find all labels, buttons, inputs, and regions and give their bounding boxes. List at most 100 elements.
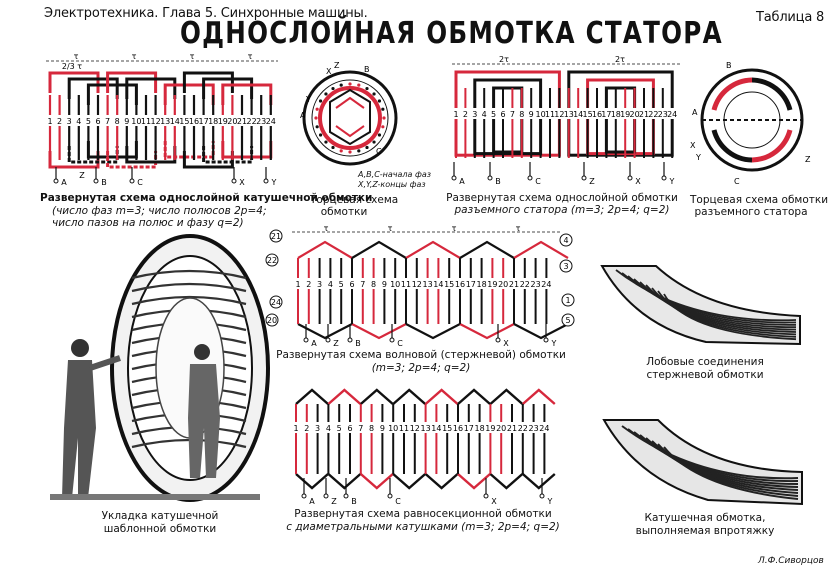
fig9-threaded-coil-winding-illustration [602,419,803,506]
fig1-terminal-label: X [239,178,245,187]
fig8-slot-label-bg [508,422,516,433]
fig3-slot-number: 19 [620,110,630,119]
fig3-slot-label-bg [461,108,470,119]
fig1-slot-label-bg [247,115,256,126]
fig6-connection-circle [269,295,283,309]
fig2-end-view-diagram: Y A X Z B C [300,61,398,166]
fig6-slot-label-bg [456,278,464,289]
fig3-slot-label-bg [508,108,517,119]
fig8-slot-label-bg [410,422,419,433]
fig1-coil-end-bottom [106,151,158,169]
fig3-slot-label-bg [583,108,592,119]
fig3-terminal-label: C [535,177,541,186]
fig6-circle-number: 20 [267,316,277,325]
fig1-slot-number: 23 [256,117,266,126]
fig3-slot-number: 13 [564,110,574,119]
fig7-caption-1: Лобовые соединения [646,356,764,368]
fig1-slot-number: 12 [151,117,161,126]
fig8-slot-label-bg [540,422,549,433]
fig8-slot-number: 18 [475,424,485,433]
fig1-slot-number: 2 [57,117,62,126]
fig5-winding-bar [131,282,247,293]
fig8-coil-top [457,388,491,405]
fig6-slot-number: 6 [349,280,354,289]
fig1-slot-label-bg [170,115,179,126]
fig5-coil-laying-illustration [50,234,270,502]
fig3-terminal-dot [527,175,533,181]
fig8-slot-number: 21 [507,424,517,433]
fig1-slot-label-bg [238,115,246,126]
fig8-slot-label-bg [497,422,506,433]
fig7-bar-end-connections-illustration [600,265,801,346]
fig8-slot-number: 1 [293,424,298,433]
fig3-slot-label-bg [658,108,667,119]
fig6-slot-number: 17 [466,280,476,289]
fig1-slot-number: 1 [47,117,52,126]
fig3-slot-label-bg [480,108,489,119]
fig1-slot-number: 14 [170,117,180,126]
fig1-slot-number: 6 [95,117,100,126]
fig5-winding-bar [131,269,247,280]
fig6-slot-label-bg [499,278,508,289]
fig6-terminal-dot [389,337,395,343]
fig1-tau-label: τ [190,52,195,61]
fig8-slot-number: 10 [388,424,398,433]
fig6-wave-top [351,240,407,259]
fig8-slot-number: 16 [453,424,463,433]
fig8-slot-number: 3 [315,424,320,433]
fig7-caption-2: стержневой обмотки [646,369,764,381]
fig2-label-y: Y [305,95,311,104]
fig1-coil-end-top [182,71,234,93]
fig1-coil-end-bottom [182,151,234,169]
fig6-slot-number: 11 [401,280,411,289]
fig8-slot-number: 15 [442,424,452,433]
fig3-slot-label-bg [527,108,536,119]
fig2-legend-1: A,B,C-начала фаз [358,170,431,179]
fig1-slot-number: 3 [67,117,72,126]
fig6-slot-number: 14 [433,280,443,289]
fig6-slot-number: 18 [477,280,487,289]
fig6-slot-label-bg [412,278,421,289]
fig2-label-z: Z [334,61,340,70]
fig6-slot-number: 19 [487,280,497,289]
fig3-slot-label-bg [564,108,573,119]
fig8-terminal-dot [387,493,393,499]
fig2-slot-dot [365,145,369,150]
fig7-end-connection [639,281,797,331]
fig3-slot-label-bg [668,108,677,119]
fig9-coil-strand [657,443,799,497]
fig1-coil-end-top [202,77,254,99]
fig6-caption-2: (m=3; 2p=4; q=2) [371,362,471,374]
fig2-slot-dot [324,140,328,144]
fig1-terminal-label: Y [271,178,277,187]
fig8-terminal-dot [323,493,329,499]
fig6-wave-bottom [297,323,353,340]
fig8-slot-label-bg [302,422,311,433]
fig6-slot-number: 16 [455,280,465,289]
fig9-coil-strand [663,446,799,500]
fig6-slot-number: 13 [423,280,433,289]
fig2-slot-dot [314,116,318,120]
fig1-slot-number: 22 [247,117,257,126]
fig8-terminal-label: B [351,497,357,506]
fig8-caption-2: с диаметральными катушками (m=3; 2p=4; q… [286,521,560,533]
worker-left-figure [62,339,121,498]
fig6-circle-number: 1 [565,296,570,305]
fig6-slot-label-bg [391,278,400,289]
fig4-label-y: Y [695,153,701,162]
fig3-terminal-label: A [459,177,465,186]
fig3-slot-number: 12 [554,110,564,119]
fig2-slot-dot [339,83,343,87]
fig6-wave-top [459,240,515,259]
fig2-label-b: B [364,65,370,74]
fig6-slot-label-bg [380,278,389,289]
fig6-slot-number: 2 [306,280,311,289]
fig6-slot-number: 7 [360,280,365,289]
fig3-slot-number: 7 [510,110,515,119]
fig2-slot-dot [372,140,376,144]
fig8-slot-label-bg [400,422,408,433]
fig1-slot-label-bg [151,115,160,126]
fig8-slot-number: 12 [410,424,420,433]
fig5-winding-bar [131,295,247,306]
fig2-slot-dot [318,133,323,137]
